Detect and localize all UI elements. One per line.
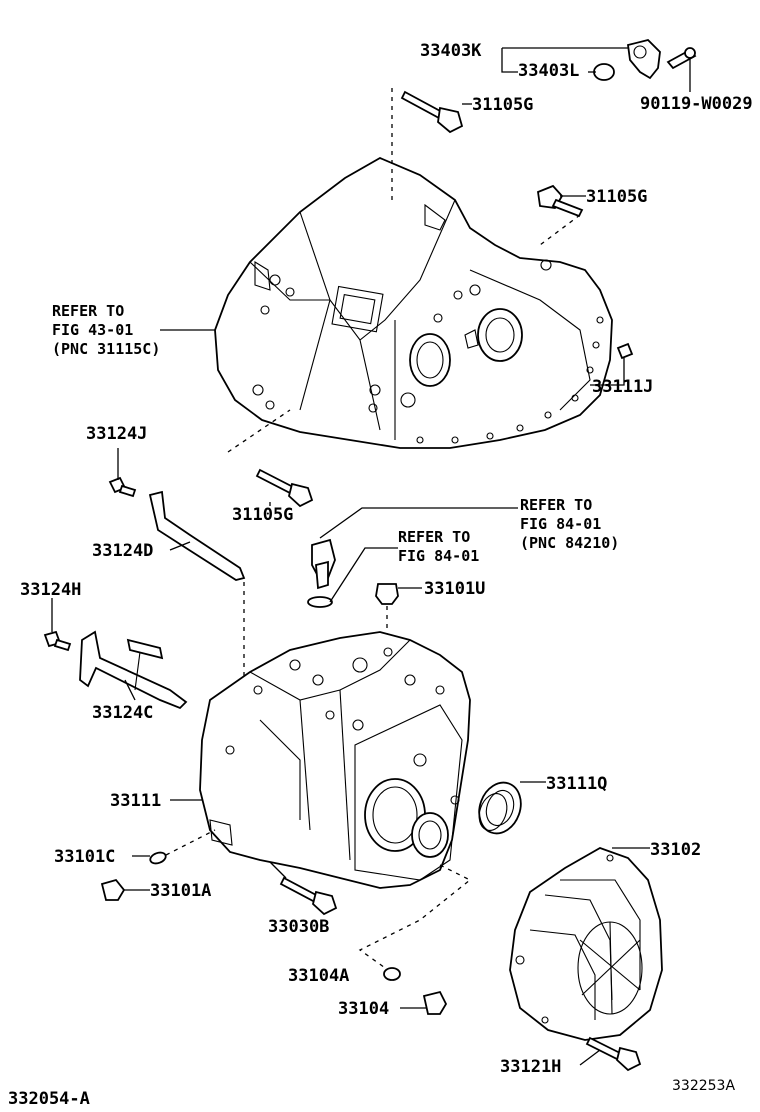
label-33030b[interactable]: 33030B [268, 917, 329, 937]
transmission-cover-33102[interactable] [509, 847, 663, 1041]
fig84b-ref-line1: REFER TO [398, 528, 470, 546]
fig84a-ref-line3: (PNC 84210) [520, 534, 619, 552]
plug-33101u[interactable] [375, 583, 399, 605]
image-code: 332253A [672, 1078, 735, 1094]
label-33101a[interactable]: 33101A [150, 881, 211, 901]
leader-33403 [501, 48, 518, 73]
plug-33101a[interactable] [100, 878, 126, 901]
label-33403k[interactable]: 33403K [420, 41, 482, 61]
label-33104[interactable]: 33104 [338, 999, 389, 1019]
bracket-33124d[interactable] [148, 490, 246, 581]
label-31105g-middle[interactable]: 31105G [232, 505, 293, 525]
label-33124j[interactable]: 33124J [86, 424, 147, 444]
label-90119-w0029[interactable]: 90119-W0029 [640, 94, 753, 114]
clutch-housing-upper[interactable] [214, 156, 613, 449]
label-33104a[interactable]: 33104A [288, 966, 349, 986]
bolt-31105g-top[interactable] [400, 90, 464, 134]
leader-fig84b [329, 547, 398, 603]
bolt-31105g-right[interactable] [537, 184, 584, 218]
fig43-ref-line2[interactable]: FIG 43-01 [52, 321, 133, 339]
gasket-33104a[interactable] [383, 967, 401, 981]
fig43-ref-line3: (PNC 31115C) [52, 340, 160, 358]
label-33124d[interactable]: 33124D [92, 541, 153, 561]
label-33121h[interactable]: 33121H [500, 1057, 561, 1077]
label-31105g-top[interactable]: 31105G [472, 95, 533, 115]
label-33111[interactable]: 33111 [110, 791, 161, 811]
transmission-case-33111[interactable] [199, 631, 471, 889]
label-33124c[interactable]: 33124C [92, 703, 153, 723]
label-31105g-right[interactable]: 31105G [586, 187, 647, 207]
label-33101c[interactable]: 33101C [54, 847, 115, 867]
bolt-33124h[interactable] [43, 630, 72, 652]
label-33124h[interactable]: 33124H [20, 580, 81, 600]
dash-33101c [165, 829, 216, 856]
fig84a-ref-line1: REFER TO [520, 496, 592, 514]
dash-31105g-right [539, 214, 581, 246]
gasket-33101c[interactable] [149, 851, 167, 866]
bolt-33124j[interactable] [108, 476, 137, 498]
leader-33111j [590, 358, 625, 386]
bolt-33030b[interactable] [279, 876, 338, 916]
leader-33124c [124, 679, 136, 701]
dowel-pin-33111j[interactable] [616, 342, 634, 360]
bolt-33121h[interactable] [585, 1036, 642, 1072]
bolt-31105g-middle[interactable] [255, 468, 314, 508]
label-33403l[interactable]: 33403L [518, 61, 579, 81]
fig43-ref-line1: REFER TO [52, 302, 124, 320]
label-33111j[interactable]: 33111J [592, 377, 653, 397]
plug-33104[interactable] [422, 990, 448, 1015]
fig84a-ref-line2[interactable]: FIG 84-01 [520, 515, 601, 533]
diagram-code: 332054-A [8, 1089, 90, 1109]
label-33111q[interactable]: 33111Q [546, 774, 607, 794]
leader-33124d [169, 541, 191, 551]
dash-upper-left [227, 409, 291, 453]
leader-fig84a [319, 507, 518, 539]
oil-seal-33111q[interactable] [472, 777, 527, 840]
fig84b-ref-line2[interactable]: FIG 84-01 [398, 547, 479, 565]
label-33101u[interactable]: 33101U [424, 579, 485, 599]
leader-33030b-dash [269, 861, 287, 879]
sensor-bracket-assembly[interactable] [593, 39, 697, 81]
label-33102[interactable]: 33102 [650, 840, 701, 860]
leader-33121h [579, 1049, 601, 1066]
bracket-33124c[interactable] [79, 630, 188, 710]
speed-sensor-84210[interactable] [307, 538, 336, 608]
